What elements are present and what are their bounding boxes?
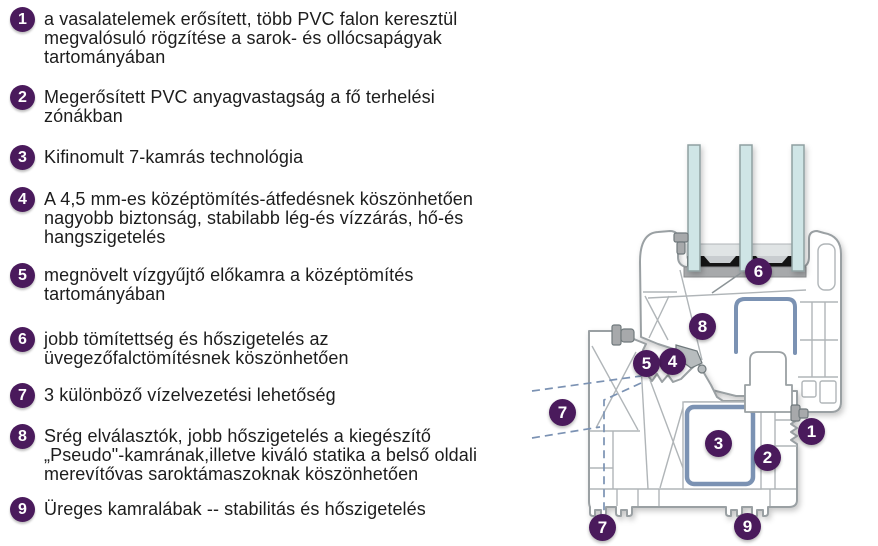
feature-badge-3: 3 bbox=[10, 145, 35, 170]
callout-5: 5 bbox=[633, 350, 660, 377]
callout-7-bottom: 7 bbox=[589, 514, 616, 541]
feature-badge-1: 1 bbox=[10, 7, 35, 32]
feature-item-6: 6 jobb tömítettség és hőszigetelés az üv… bbox=[10, 327, 349, 368]
feature-badge-9: 9 bbox=[10, 497, 35, 522]
callout-1: 1 bbox=[798, 418, 825, 445]
feature-badge-2: 2 bbox=[10, 85, 35, 110]
feature-badge-5: 5 bbox=[10, 263, 35, 288]
feature-text-8: Srég elválasztók, jobb hőszigetelés a ki… bbox=[44, 426, 478, 484]
hardware-fittings bbox=[611, 232, 809, 422]
feature-badge-7: 7 bbox=[10, 383, 35, 408]
sash-internal-walls bbox=[643, 243, 838, 404]
frame-hinge-fitting bbox=[611, 324, 622, 346]
feature-text-2: Megerősített PVC anyagvastagság a fő ter… bbox=[44, 87, 435, 126]
feature-badge-6: 6 bbox=[10, 327, 35, 352]
callout-9: 9 bbox=[734, 513, 761, 540]
callout-7-mid: 7 bbox=[549, 399, 576, 426]
sash-interlock bbox=[744, 351, 793, 413]
callout-6: 6 bbox=[745, 258, 772, 285]
feature-item-4: 4 A 4,5 mm-es középtömítés-átfedésnek kö… bbox=[10, 187, 474, 247]
feature-text-5: megnövelt vízgyűjtő előkamra a középtömí… bbox=[44, 265, 414, 304]
feature-item-5: 5 megnövelt vízgyűjtő előkamra a középtö… bbox=[10, 263, 414, 304]
callout-8: 8 bbox=[689, 313, 716, 340]
feature-text-3: Kifinomult 7-kamrás technológia bbox=[44, 147, 304, 167]
callout-2: 2 bbox=[754, 444, 781, 471]
callout-3: 3 bbox=[705, 430, 732, 457]
feature-text-9: Üreges kamralábak -- stabilitás és hőszi… bbox=[44, 499, 426, 519]
feature-item-2: 2 Megerősített PVC anyagvastagság a fő t… bbox=[10, 85, 435, 126]
feature-text-1: a vasalatelemek erősített, több PVC falo… bbox=[44, 9, 458, 67]
feature-item-9: 9 Üreges kamralábak -- stabilitás és hős… bbox=[10, 497, 426, 522]
feature-item-3: 3 Kifinomult 7-kamrás technológia bbox=[10, 145, 304, 170]
feature-badge-8: 8 bbox=[10, 424, 35, 449]
feature-badge-4: 4 bbox=[10, 187, 35, 212]
feature-text-6: jobb tömítettség és hőszigetelés az üveg… bbox=[44, 329, 349, 368]
feature-item-8: 8 Srég elválasztók, jobb hőszigetelés a … bbox=[10, 424, 478, 484]
glass-pane-1 bbox=[687, 144, 701, 272]
feature-text-4: A 4,5 mm-es középtömítés-átfedésnek kösz… bbox=[44, 189, 474, 247]
drainage-paths bbox=[531, 375, 642, 520]
sash-hinge-fitting bbox=[673, 232, 689, 243]
feature-item-7: 7 3 különböző vízelvezetési lehetőség bbox=[10, 383, 336, 408]
steel-reinforcement-sash bbox=[734, 297, 797, 355]
feature-item-1: 1 a vasalatelemek erősített, több PVC fa… bbox=[10, 7, 458, 67]
feature-text-7: 3 különböző vízelvezetési lehetőség bbox=[44, 385, 336, 405]
callout-6-leader bbox=[711, 272, 742, 294]
callout-4: 4 bbox=[659, 348, 686, 375]
glass-pane-3 bbox=[791, 144, 805, 272]
triple-glazing bbox=[687, 144, 805, 272]
glass-pane-2 bbox=[739, 144, 753, 272]
